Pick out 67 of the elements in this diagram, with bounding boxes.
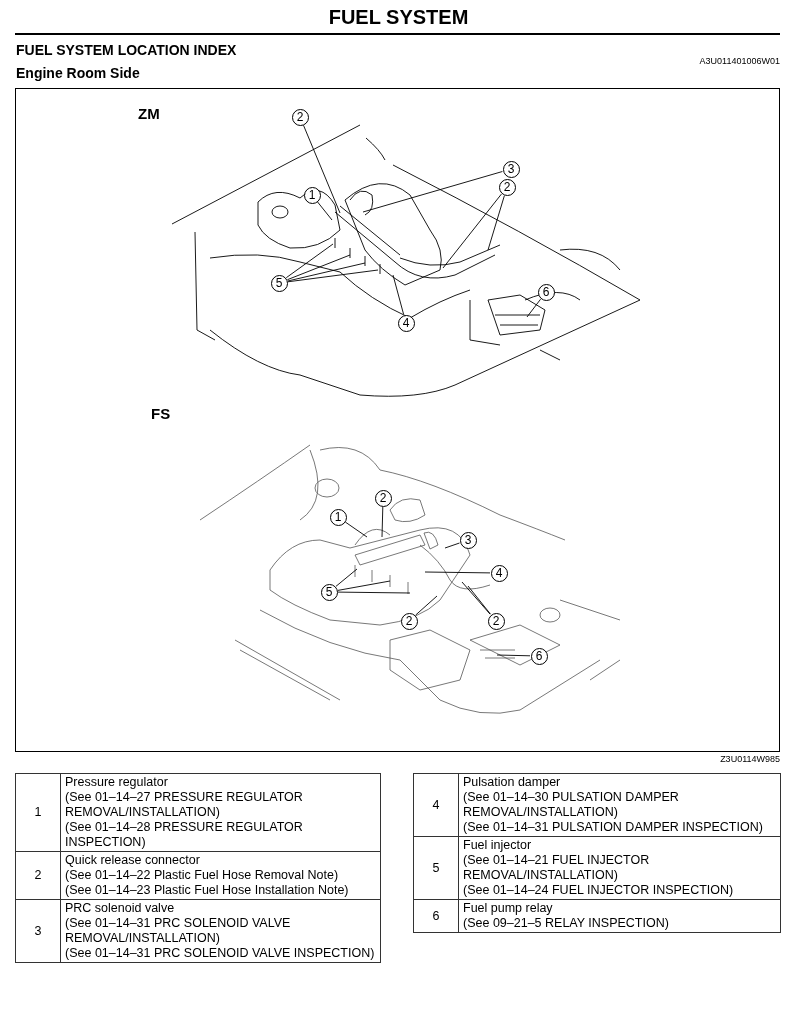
- subsection-heading: Engine Room Side: [16, 65, 140, 81]
- leader-line: [467, 585, 491, 615]
- callout-number: 5: [270, 274, 288, 292]
- reference-note: (See 01–14–28 PRESSURE REGULATOR INSPECTION): [65, 820, 304, 850]
- view-label: FS: [151, 405, 171, 422]
- reference-note: (See 09–21–5 RELAY INSPECTION): [463, 916, 670, 931]
- leader-line: [392, 274, 405, 315]
- callout-number: 6: [537, 283, 555, 301]
- callout-number: 2: [487, 612, 505, 630]
- leader-line: [526, 298, 542, 318]
- leader-line: [335, 568, 358, 587]
- item-number: 2: [15, 851, 61, 900]
- leader-line: [444, 542, 460, 549]
- item-number: 3: [15, 899, 61, 963]
- leader-line: [337, 591, 411, 594]
- leader-line: [344, 521, 368, 538]
- callout-number: 3: [502, 160, 520, 178]
- section-heading: FUEL SYSTEM LOCATION INDEX: [16, 42, 237, 58]
- leader-line: [461, 581, 491, 615]
- callout-number: 1: [329, 508, 347, 526]
- item-number: 1: [15, 773, 61, 852]
- part-name: Pulsation damper: [463, 775, 562, 790]
- item-number: 6: [413, 899, 459, 933]
- leader-line: [415, 595, 438, 616]
- callout-number: 2: [374, 489, 392, 507]
- leader-line: [303, 124, 341, 214]
- document-code: A3U011401006W01: [699, 56, 780, 66]
- part-name: Fuel injector: [463, 838, 533, 853]
- reference-note: (See 01–14–27 PRESSURE REGULATOR REMOVAL/INSTALLATION): [65, 790, 304, 820]
- callout-number: 4: [490, 564, 508, 582]
- leader-line: [287, 262, 366, 282]
- leader-line: [424, 571, 491, 574]
- reference-note: (See 01–14–22 Plastic Fuel Hose Removal Note): [65, 868, 340, 883]
- leader-line: [487, 195, 505, 251]
- callout-number: 3: [459, 531, 477, 549]
- callout-number: 2: [400, 612, 418, 630]
- callout-number: 4: [397, 314, 415, 332]
- leader-line: [285, 243, 334, 279]
- leader-line: [496, 654, 531, 657]
- reference-note: (See 01–14–31 PRC SOLENOID VALVE REMOVAL/INSTALLATION): [65, 916, 292, 946]
- figure-code: Z3U0114W985: [720, 754, 780, 764]
- callout-number: 2: [498, 178, 516, 196]
- leader-line: [381, 506, 384, 538]
- part-name: PRC solenoid valve: [65, 901, 176, 916]
- item-number: 4: [413, 773, 459, 837]
- reference-note: (See 01–14–23 Plastic Fuel Hose Installation Note): [65, 883, 350, 898]
- part-name: Pressure regulator: [65, 775, 169, 790]
- leader-line: [362, 171, 503, 213]
- leader-line: [442, 193, 502, 269]
- leader-line: [287, 269, 379, 283]
- leader-line: [337, 580, 391, 591]
- callout-number: 2: [291, 108, 309, 126]
- callout-number: 1: [303, 186, 321, 204]
- callout-number: 5: [320, 583, 338, 601]
- part-name: Fuel pump relay: [463, 901, 554, 916]
- leader-line: [317, 201, 333, 221]
- reference-note: (See 01–14–31 PRC SOLENOID VALVE INSPECTION): [65, 946, 376, 961]
- view-label: ZM: [138, 105, 160, 122]
- leader-line: [286, 254, 351, 281]
- reference-note: (See 01–14–31 PULSATION DAMPER INSPECTION): [463, 820, 764, 835]
- page-title: FUEL SYSTEM: [327, 6, 470, 29]
- reference-note: (See 01–14–21 FUEL INJECTOR REMOVAL/INSTALLATION): [463, 853, 651, 883]
- reference-note: (See 01–14–24 FUEL INJECTOR INSPECTION): [463, 883, 735, 898]
- callout-number: 6: [530, 647, 548, 665]
- reference-note: (See 01–14–30 PULSATION DAMPER REMOVAL/INSTALLATION): [463, 790, 680, 820]
- part-name: Quick release connector: [65, 853, 201, 868]
- item-number: 5: [413, 836, 459, 900]
